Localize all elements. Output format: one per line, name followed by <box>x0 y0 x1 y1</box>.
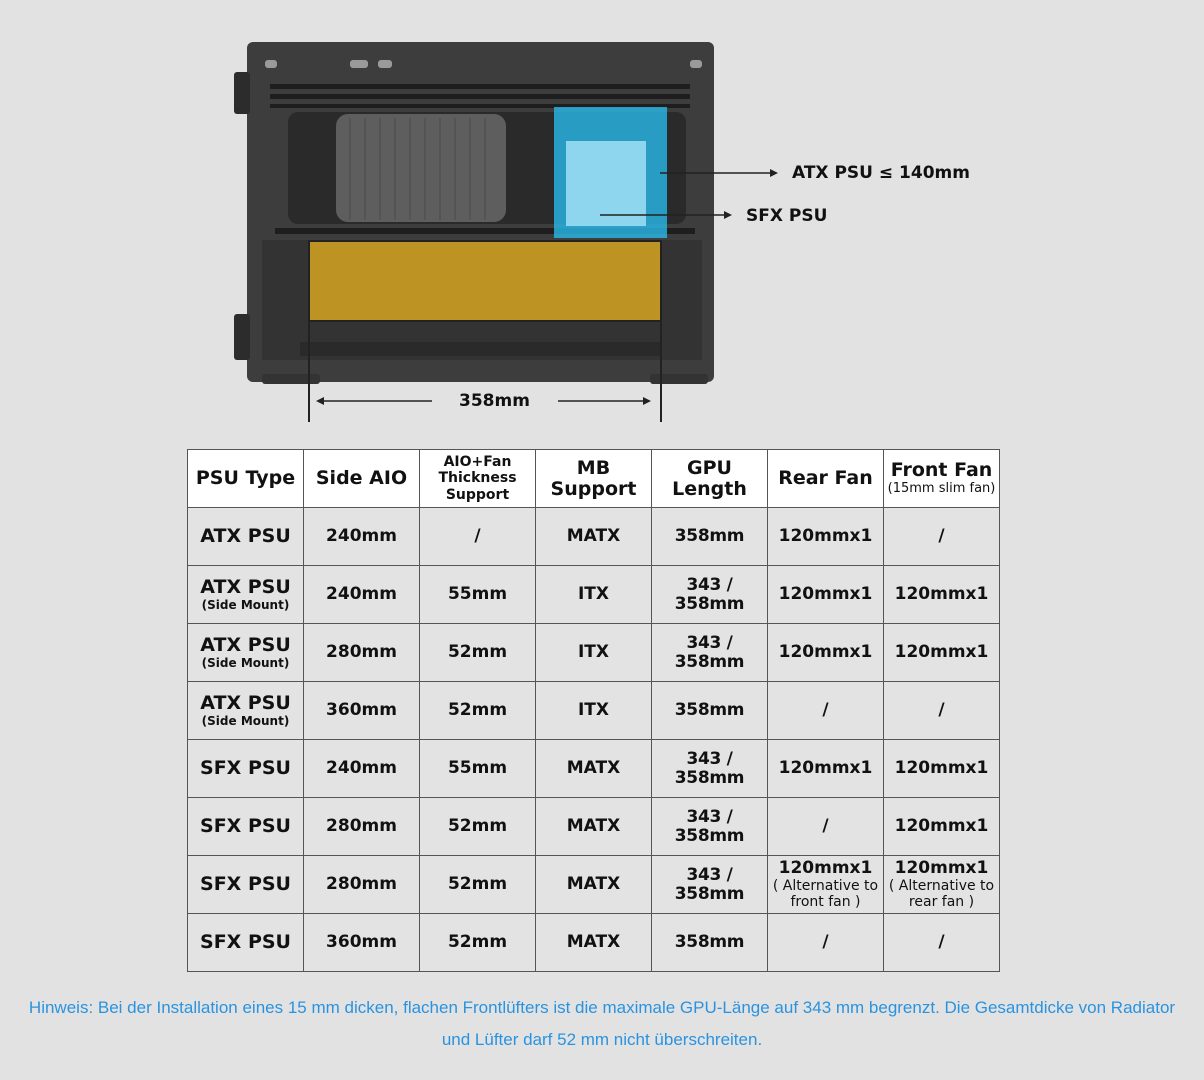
cell-aio-thickness: 52mm <box>419 913 536 972</box>
cell-front-fan: 120mmx1 <box>883 623 1000 682</box>
header-gpu-length: GPU Length <box>651 449 768 508</box>
table-header-row: PSU Type Side AIO AIO+Fan Thickness Supp… <box>187 449 1000 508</box>
cell-front-fan: / <box>883 681 1000 740</box>
case-foot-right <box>650 374 708 384</box>
cell-front-fan: 120mmx1( Alternative to rear fan ) <box>883 855 1000 914</box>
cell-gpu-length: 343 / 358mm <box>651 623 768 682</box>
cell-side-aio: 360mm <box>303 913 420 972</box>
mesh-panel <box>336 114 506 222</box>
compatibility-table: PSU Type Side AIO AIO+Fan Thickness Supp… <box>187 449 1000 972</box>
cell-psu-type: ATX PSU(Side Mount) <box>187 565 304 624</box>
cell-aio-thickness: 55mm <box>419 565 536 624</box>
cell-aio-thickness: / <box>419 507 536 566</box>
header-mb-support: MB Support <box>535 449 652 508</box>
cell-rear-fan: 120mmx1 <box>767 565 884 624</box>
case-diagram <box>234 42 778 422</box>
cell-front-fan: 120mmx1 <box>883 797 1000 856</box>
cell-psu-type: SFX PSU <box>187 855 304 914</box>
gpu-length-label: 358mm <box>459 391 530 411</box>
case-foot-left <box>262 374 320 384</box>
bottom-vents <box>300 342 660 356</box>
vent-slots-top <box>270 84 690 108</box>
cell-gpu-length: 343 / 358mm <box>651 797 768 856</box>
cell-psu-type: SFX PSU <box>187 913 304 972</box>
cell-side-aio: 240mm <box>303 739 420 798</box>
cell-rear-fan: / <box>767 797 884 856</box>
cell-side-aio: 280mm <box>303 797 420 856</box>
cell-side-aio: 240mm <box>303 565 420 624</box>
header-aio-fan-thickness: AIO+Fan Thickness Support <box>419 449 536 508</box>
footnote-hinweis: Hinweis: Bei der Installation eines 15 m… <box>28 998 1176 1049</box>
top-screw-holes <box>265 60 702 68</box>
cell-aio-thickness: 52mm <box>419 681 536 740</box>
case-left-strip-bottom <box>234 314 250 360</box>
cell-mb-support: MATX <box>535 855 652 914</box>
cell-rear-fan: 120mmx1 <box>767 507 884 566</box>
cell-gpu-length: 343 / 358mm <box>651 565 768 624</box>
cell-side-aio: 240mm <box>303 507 420 566</box>
cell-mb-support: ITX <box>535 623 652 682</box>
cell-mb-support: ITX <box>535 565 652 624</box>
cell-aio-thickness: 52mm <box>419 797 536 856</box>
cell-mb-support: MATX <box>535 507 652 566</box>
cell-front-fan: / <box>883 913 1000 972</box>
cell-side-aio: 280mm <box>303 855 420 914</box>
gpu-zone <box>309 241 661 321</box>
cell-gpu-length: 358mm <box>651 681 768 740</box>
sfx-psu-label: SFX PSU <box>746 206 828 226</box>
cell-rear-fan: 120mmx1 <box>767 623 884 682</box>
case-left-strip-top <box>234 72 250 114</box>
cell-side-aio: 360mm <box>303 681 420 740</box>
cell-psu-type: SFX PSU <box>187 797 304 856</box>
cell-gpu-length: 343 / 358mm <box>651 855 768 914</box>
cell-psu-type: ATX PSU(Side Mount) <box>187 623 304 682</box>
cell-aio-thickness: 52mm <box>419 623 536 682</box>
cell-side-aio: 280mm <box>303 623 420 682</box>
header-psu-type: PSU Type <box>187 449 304 508</box>
cell-mb-support: MATX <box>535 739 652 798</box>
cell-psu-type: ATX PSU(Side Mount) <box>187 681 304 740</box>
cell-front-fan: 120mmx1 <box>883 565 1000 624</box>
cell-rear-fan: / <box>767 913 884 972</box>
atx-psu-label: ATX PSU ≤ 140mm <box>792 163 970 183</box>
cell-rear-fan: 120mmx1 <box>767 739 884 798</box>
cell-aio-thickness: 52mm <box>419 855 536 914</box>
middle-divider <box>275 228 695 234</box>
cell-mb-support: MATX <box>535 797 652 856</box>
cell-mb-support: MATX <box>535 913 652 972</box>
cell-gpu-length: 358mm <box>651 913 768 972</box>
cell-gpu-length: 343 / 358mm <box>651 739 768 798</box>
header-rear-fan: Rear Fan <box>767 449 884 508</box>
cell-aio-thickness: 55mm <box>419 739 536 798</box>
cell-rear-fan: / <box>767 681 884 740</box>
cell-front-fan: 120mmx1 <box>883 739 1000 798</box>
header-front-fan: Front Fan(15mm slim fan) <box>883 449 1000 508</box>
sfx-psu-zone <box>566 141 646 226</box>
cell-front-fan: / <box>883 507 1000 566</box>
cell-psu-type: SFX PSU <box>187 739 304 798</box>
cell-mb-support: ITX <box>535 681 652 740</box>
header-side-aio: Side AIO <box>303 449 420 508</box>
cell-rear-fan: 120mmx1( Alternative to front fan ) <box>767 855 884 914</box>
cell-psu-type: ATX PSU <box>187 507 304 566</box>
cell-gpu-length: 358mm <box>651 507 768 566</box>
